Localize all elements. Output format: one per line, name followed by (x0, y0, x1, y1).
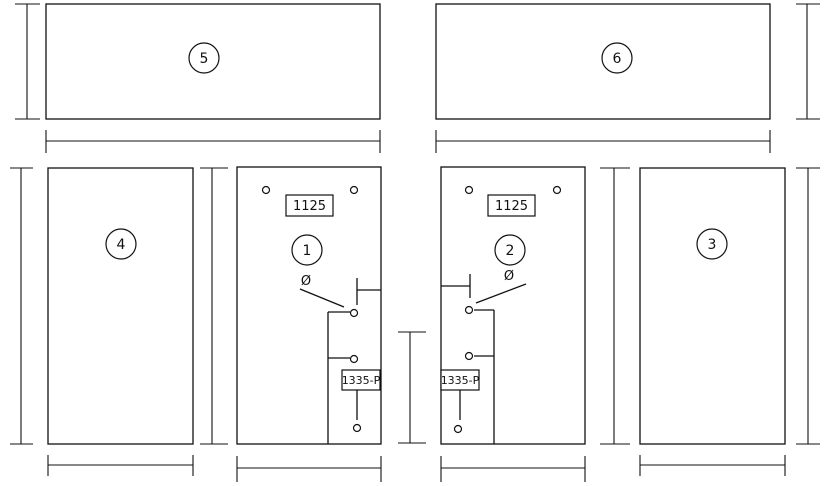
panel-3: 3 (639, 167, 786, 445)
panel-1-width-dimension (236, 456, 382, 482)
panel-2-hole (464, 185, 474, 195)
panel-6-number-circle (601, 42, 633, 74)
panel-5-number: 5 (200, 51, 209, 67)
panel-2-hole (464, 305, 474, 315)
panel-1-height-dimension (200, 167, 228, 445)
panel-4-width-dimension (47, 455, 194, 476)
panel-1-top-label: 1125 (293, 199, 326, 214)
panel-3-number: 3 (708, 237, 717, 253)
panel-3-width-dimension (639, 455, 786, 476)
panel-4-number: 4 (117, 237, 126, 253)
panel-6-width-dimension (435, 130, 771, 153)
panel-2-hole (453, 424, 463, 434)
panel-4-height-dimension (10, 167, 33, 445)
panel-1-hole (349, 308, 359, 318)
panel-1-top-label-box (285, 194, 334, 217)
panel-1-hinge-symbol: Ø (301, 274, 311, 289)
panel-1-side-label-box (341, 369, 381, 391)
panel-1-hole (349, 354, 359, 364)
panel-5-width-dimension (45, 130, 381, 153)
panel-1-number: 1 (303, 243, 312, 259)
panel-6: 6 (435, 3, 771, 120)
panel-1-hole (352, 423, 362, 433)
panel-2-hole (464, 351, 474, 361)
panel-1-number-circle (291, 234, 323, 266)
panel-6-number: 6 (613, 51, 622, 67)
panel-1: 1125 1 Ø 1335-P (236, 166, 382, 445)
panel-2-hole (552, 185, 562, 195)
panel-2-number: 2 (506, 243, 515, 259)
panel-5: 5 (45, 3, 381, 120)
panel-2-height-dimension (600, 167, 630, 445)
panel-6-height-dimension (796, 3, 820, 120)
panel-2-top-label-box (487, 194, 536, 217)
panel-2-width-dimension (440, 456, 586, 482)
panel-2-top-label: 1125 (495, 199, 528, 214)
panel-2: 1125 2 Ø 1335-P (440, 166, 586, 445)
panel-1-side-label: 1335-P (342, 374, 381, 387)
panel-2-side-label: 1335-P (441, 374, 480, 387)
panel-4-number-circle (105, 228, 137, 260)
panel-5-height-dimension (15, 3, 40, 120)
panel-3-height-dimension (796, 167, 820, 445)
center-height-dimension (398, 331, 426, 444)
panel-1-hole (349, 185, 359, 195)
panel-1-hole (261, 185, 271, 195)
panel-1-hinge-line (299, 288, 345, 308)
panel-4: 4 (47, 167, 194, 445)
panel-5-number-circle (188, 42, 220, 74)
panel-2-hinge-symbol: Ø (504, 269, 514, 284)
panel-2-hinge-line (475, 283, 527, 304)
panel-3-number-circle (696, 228, 728, 260)
panel-2-number-circle (494, 234, 526, 266)
